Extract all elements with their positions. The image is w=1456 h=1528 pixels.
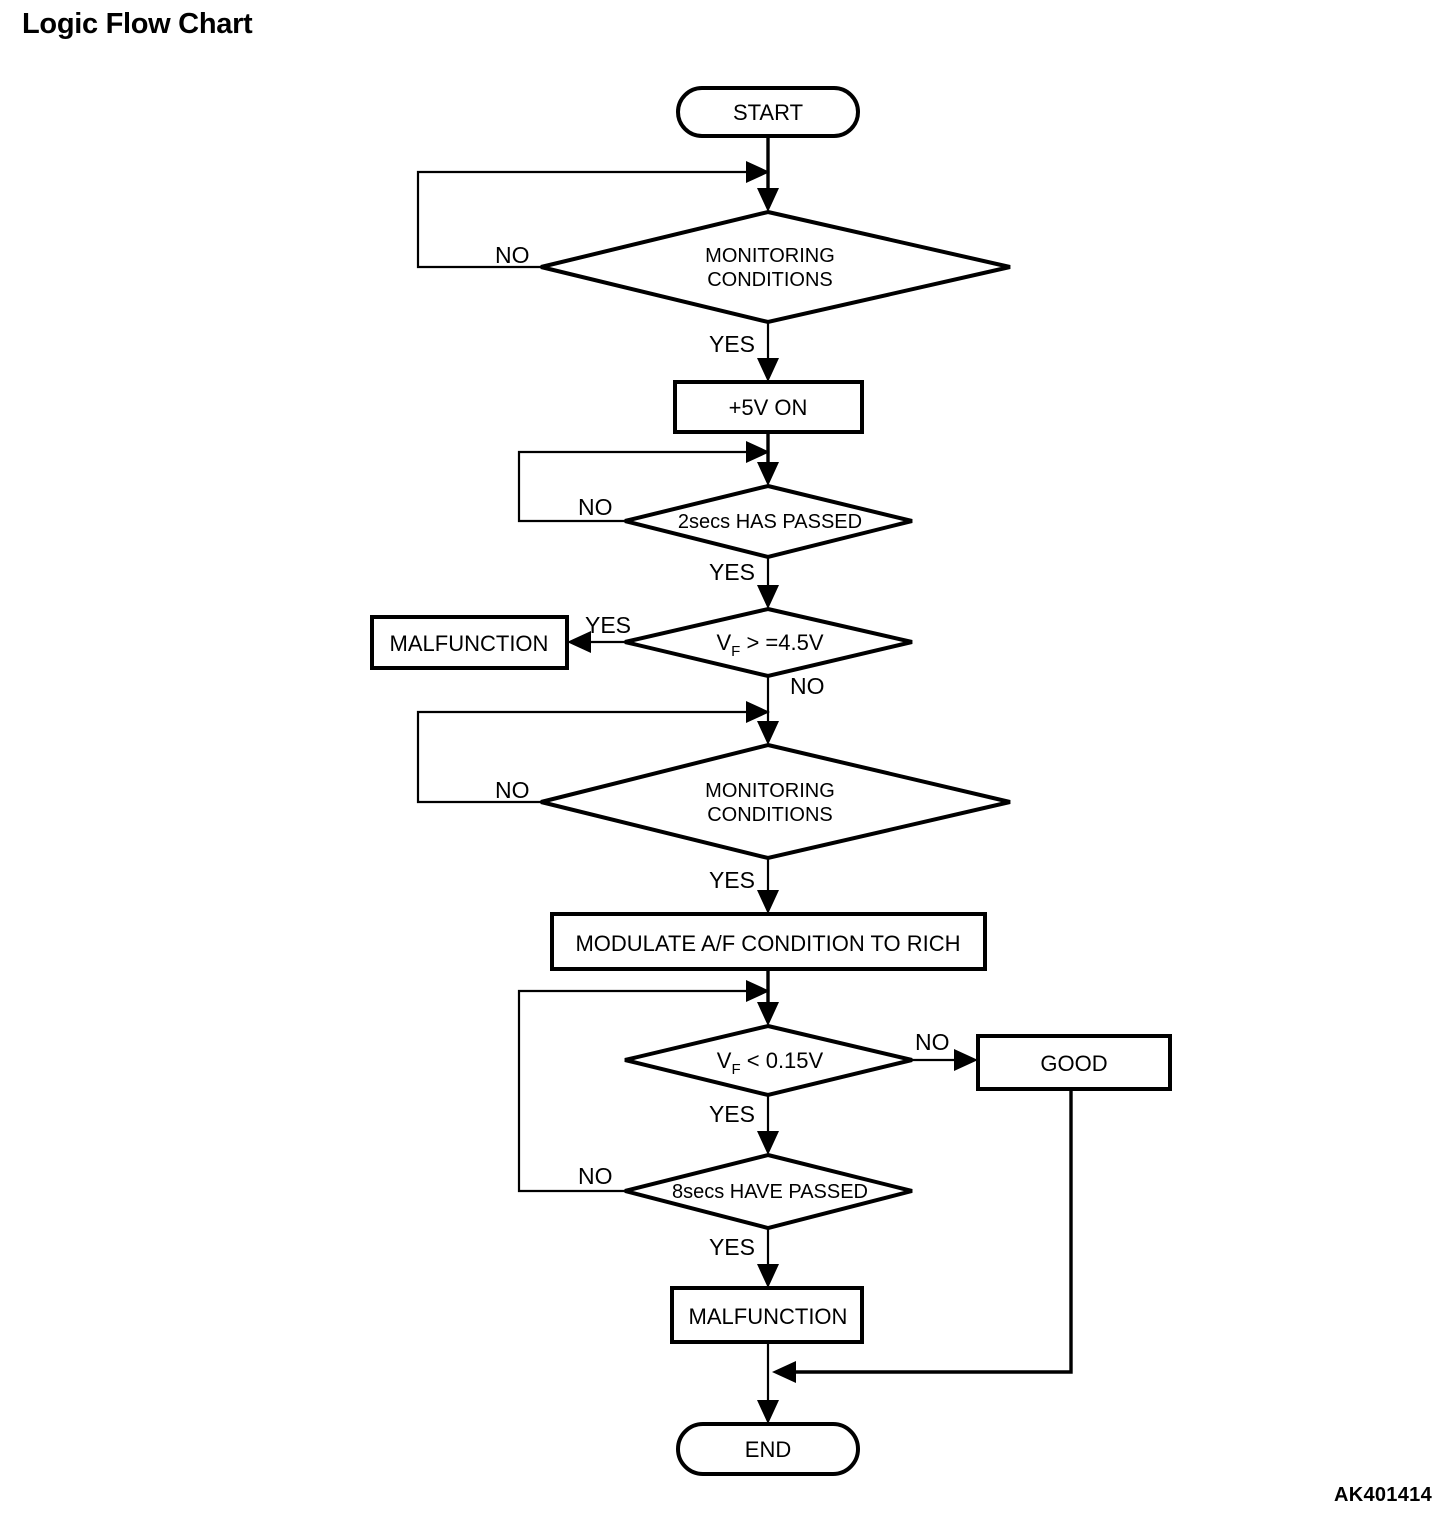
node-start: START [676,86,860,138]
edge-mon1-no-loop: NO [416,161,770,269]
node-vf45-suffix: > =4.5V [740,630,824,655]
page-title: Logic Flow Chart [22,8,253,40]
edge-label-vf015-no: NO [915,1029,950,1055]
node-malfunction-lower: MALFUNCTION [670,1286,864,1344]
node-mon1: MONITORING CONDITIONS [540,209,1011,325]
edge-secs8-no-loop: NO [517,980,770,1193]
edge-mon1-yes: YES [709,322,779,382]
node-malfunction-upper: MALFUNCTION [370,615,569,670]
node-secs8-label: 8secs HAVE PASSED [672,1181,868,1203]
node-mon1-label-line2: CONDITIONS [707,269,833,291]
node-start-label: START [733,100,803,125]
edge-label-secs2-yes: YES [709,559,755,585]
node-mon2-label-line1: MONITORING [705,780,835,802]
edge-start-to-mon1 [757,136,779,212]
node-good-label: GOOD [1040,1051,1107,1076]
svg-text:VF < 0.15V: VF < 0.15V [717,1048,824,1078]
edge-label-vf45-no: NO [790,673,825,699]
edge-vf45-yes: YES [567,612,631,653]
edge-modulate-to-vf015 [757,969,779,1026]
edge-good-to-end [772,1089,1073,1383]
node-mon1-label-line1: MONITORING [705,245,835,267]
node-secs2-label: 2secs HAS PASSED [678,511,862,533]
node-modulate-label: MODULATE A/F CONDITION TO RICH [575,931,960,956]
edge-label-secs2-no: NO [578,494,613,520]
edge-label-vf015-yes: YES [709,1101,755,1127]
node-vf015-subscript: F [731,1061,740,1078]
footer-code: AK401414 [1333,1484,1432,1506]
edge-label-mon1-no: NO [495,242,530,268]
edge-vf45-no: NO [757,673,825,745]
edge-vf015-no: NO [912,1029,978,1071]
node-plus5v: +5V ON [673,380,864,434]
node-end: END [676,1422,860,1476]
edge-secs2-no-loop: NO [517,441,770,523]
node-vf45: VF > =4.5V [624,606,913,679]
node-vf45-subscript: F [731,643,740,660]
edge-label-vf45-yes: YES [585,612,631,638]
node-vf015-suffix: < 0.15V [741,1048,824,1073]
node-good: GOOD [976,1034,1172,1091]
node-malfunction-lower-label: MALFUNCTION [689,1304,848,1329]
node-vf015-prefix: V [717,1048,732,1073]
node-secs2: 2secs HAS PASSED [624,483,913,560]
edge-mon2-no-loop: NO [416,701,770,804]
node-modulate: MODULATE A/F CONDITION TO RICH [550,912,987,971]
edge-malfunction-to-end [757,1342,779,1424]
edge-label-mon2-yes: YES [709,867,755,893]
edge-label-mon2-no: NO [495,777,530,803]
node-vf45-prefix: V [716,630,731,655]
edge-mon2-yes: YES [709,858,779,914]
edge-vf015-yes: YES [709,1095,779,1155]
edge-secs8-yes: YES [709,1228,779,1288]
node-mon2: MONITORING CONDITIONS [540,742,1011,861]
node-secs8: 8secs HAVE PASSED [624,1152,913,1231]
node-end-label: END [745,1437,791,1462]
node-mon2-label-line2: CONDITIONS [707,804,833,826]
svg-text:VF > =4.5V: VF > =4.5V [716,630,823,660]
node-vf015: VF < 0.15V [624,1023,913,1098]
edge-label-secs8-no: NO [578,1163,613,1189]
edge-plus5v-to-secs2 [757,432,779,486]
edge-label-secs8-yes: YES [709,1234,755,1260]
edge-secs2-yes: YES [709,557,779,609]
edge-label-mon1-yes: YES [709,331,755,357]
node-plus5v-label: +5V ON [729,395,808,420]
node-malfunction-upper-label: MALFUNCTION [390,631,549,656]
